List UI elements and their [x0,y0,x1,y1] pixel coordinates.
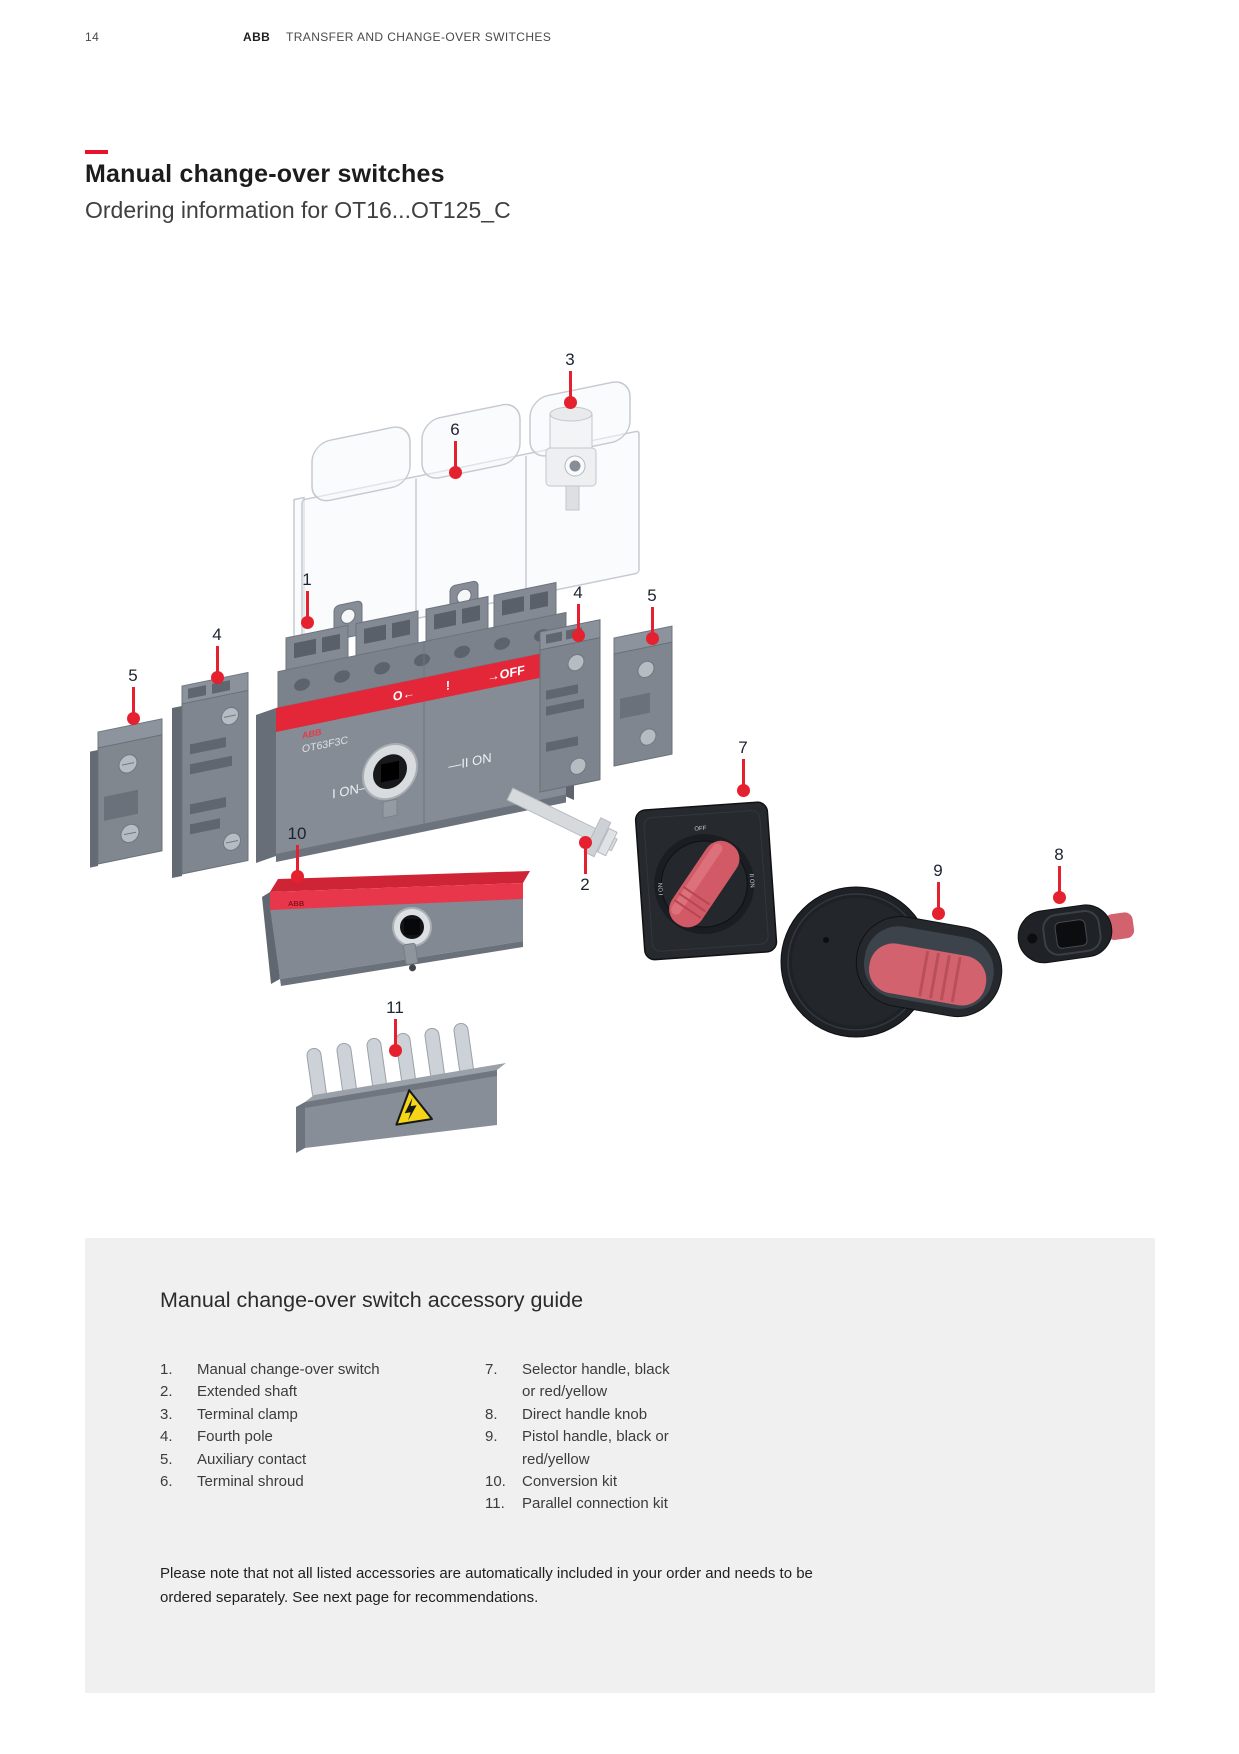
list-item: 11.Parallel connection kit [485,1495,668,1513]
list-item: 1.Manual change-over switch [160,1361,380,1378]
switch-ii-on-label: —II ON [448,750,491,774]
selector-i-on-label: I ON [658,883,665,896]
callout-dot [931,907,945,920]
list-item: 6.Terminal shroud [160,1473,304,1491]
list-item: or red/yellow [522,1383,608,1401]
list-item: 10.Conversion kit [485,1473,618,1491]
selector-ii-on-label: II ON [748,874,755,888]
section-title: Manual change-over switches [85,160,445,188]
switch-abb-logo: ABB [302,727,322,741]
switch-band-off-label: →OFF [487,663,525,685]
callout-dot [290,870,304,883]
terminal-clamp-illustration [545,406,597,511]
callout-dot [126,712,140,725]
callout-dot [563,396,577,409]
list-item: 7.Selector handle, black [485,1361,670,1378]
main-switch-side [256,708,276,863]
callout-dot [1052,891,1066,904]
callout-2: 2 [570,836,600,894]
accessory-guide-lists: 1.Manual change-over switch 2.Extended s… [160,1359,1080,1516]
conversion-kit-illustration: ABB [262,871,530,986]
callout-4-left: 4 [202,626,232,684]
list-item: red/yellow [522,1450,590,1468]
selector-off-label: OFF [694,826,707,833]
callout-1: 1 [292,571,322,629]
callout-10: 10 [282,825,312,883]
callout-5-right: 5 [637,587,667,645]
callout-3: 3 [555,351,585,409]
callout-4-right: 4 [563,584,593,642]
callout-dot [571,629,585,642]
callout-9: 9 [923,862,953,920]
list-item: 9.Pistol handle, black or [485,1428,669,1446]
extended-shaft-illustration [506,787,618,858]
callout-dot [736,784,750,797]
note-line-1: Please note that not all listed accessor… [160,1564,813,1582]
callout-dot [210,671,224,684]
list-item: 5.Auxiliary contact [160,1450,307,1468]
callout-dot [388,1044,402,1057]
page-number: 14 [85,30,100,44]
accessory-list-column-1: 1.Manual change-over switch 2.Extended s… [160,1359,485,1516]
pistol-handle-illustration [780,886,1003,1038]
list-item: 2.Extended shaft [160,1383,298,1401]
list-item: 8.Direct handle knob [485,1405,648,1423]
red-dash-accent [85,150,108,154]
warning-triangle-icon [395,1089,433,1126]
fourth-pole-left-illustration [172,671,249,879]
switch-model-label: OT63F3C [302,734,348,755]
switch-i-on-label: I ON— [332,778,373,801]
section-subtitle: Ordering information for OT16...OT125_C [85,197,511,223]
callout-8: 8 [1044,846,1074,904]
callout-6: 6 [440,421,470,479]
fourth-pole-right-illustration [539,619,601,793]
accessory-guide-panel: Manual change-over switch accessory guid… [85,1238,1155,1693]
selector-handle-illustration: OFF I ON II ON [634,801,778,961]
main-switch-right-side [566,648,574,800]
callout-dot [448,466,462,479]
accessory-note: Please note that not all listed accessor… [160,1562,940,1610]
callout-dot [578,836,592,849]
switch-band-o-label: O← [393,686,415,704]
accessory-guide-title: Manual change-over switch accessory guid… [160,1288,584,1312]
callout-dot [645,632,659,645]
callout-7: 7 [728,739,758,797]
accessory-list-column-2: 7.Selector handle, black or red/yellow 8… [485,1359,845,1516]
document-title: TRANSFER AND CHANGE-OVER SWITCHES [286,30,552,44]
callout-11: 11 [380,999,410,1057]
conversion-kit-abb-logo: ABB [288,899,305,908]
abb-brand-label: ABB [243,30,271,44]
auxiliary-contact-right-illustration [613,625,673,767]
callout-dot [300,616,314,629]
auxiliary-contact-left-illustration [90,718,163,868]
callout-5-left: 5 [118,667,148,725]
list-item: 3.Terminal clamp [160,1405,298,1423]
direct-handle-knob-illustration [1017,904,1135,964]
note-line-2: ordered separately. See next page for re… [160,1588,539,1606]
list-item: 4.Fourth pole [160,1428,273,1446]
switch-band-mark-label: ! [446,678,450,693]
